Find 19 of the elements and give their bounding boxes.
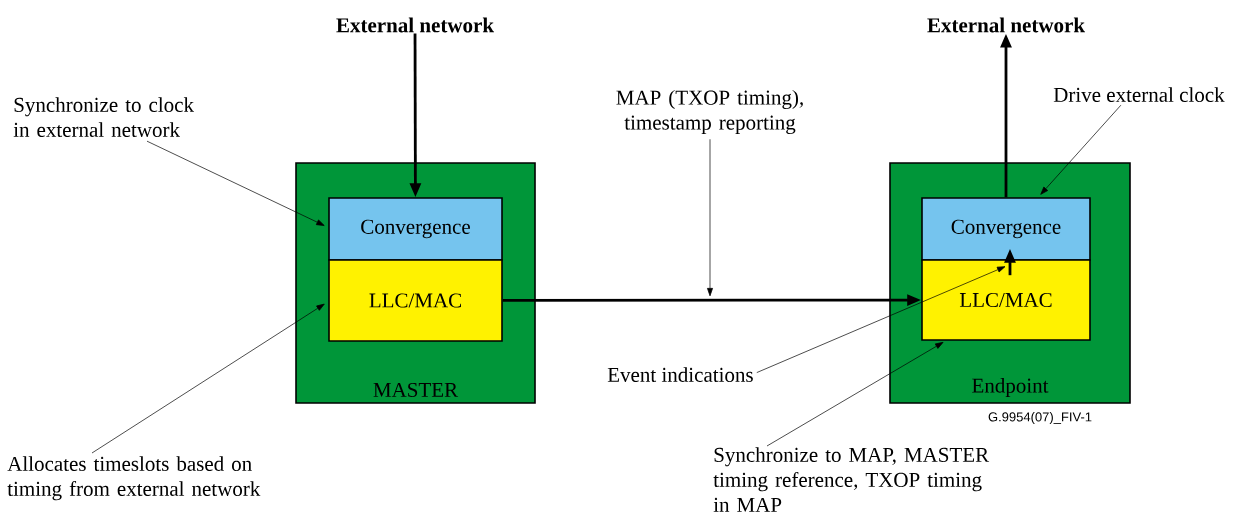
figure-id: G.9954(07)_FIV-1 xyxy=(988,411,1092,425)
leader-line xyxy=(1040,104,1122,195)
annotation-text: Synchronize to clock in external network xyxy=(13,97,194,137)
network-label: External network xyxy=(927,17,1085,33)
annotation-text: Drive external clock xyxy=(1053,87,1225,102)
leader-line xyxy=(756,266,1006,373)
network-label: External network xyxy=(336,17,494,33)
layer-box: LLC/MAC xyxy=(921,259,1091,341)
layer-box: Convergence xyxy=(921,197,1091,261)
layer-box: LLC/MAC xyxy=(328,259,503,342)
annotation-text: MAP (TXOP timing), timestamp reporting xyxy=(616,89,803,135)
leader-line xyxy=(91,303,325,454)
annotation-text: Event indications xyxy=(607,367,753,382)
annotation-text: Synchronize to MAP, MASTER timing reference, TXOP timing in MAP xyxy=(713,447,990,512)
leader-line xyxy=(707,138,713,297)
leader-line xyxy=(146,140,325,226)
annotation-text: Allocates timeslots based on timing from external network xyxy=(7,456,261,501)
leader-line xyxy=(766,342,944,447)
layer-box: Convergence xyxy=(328,197,503,261)
